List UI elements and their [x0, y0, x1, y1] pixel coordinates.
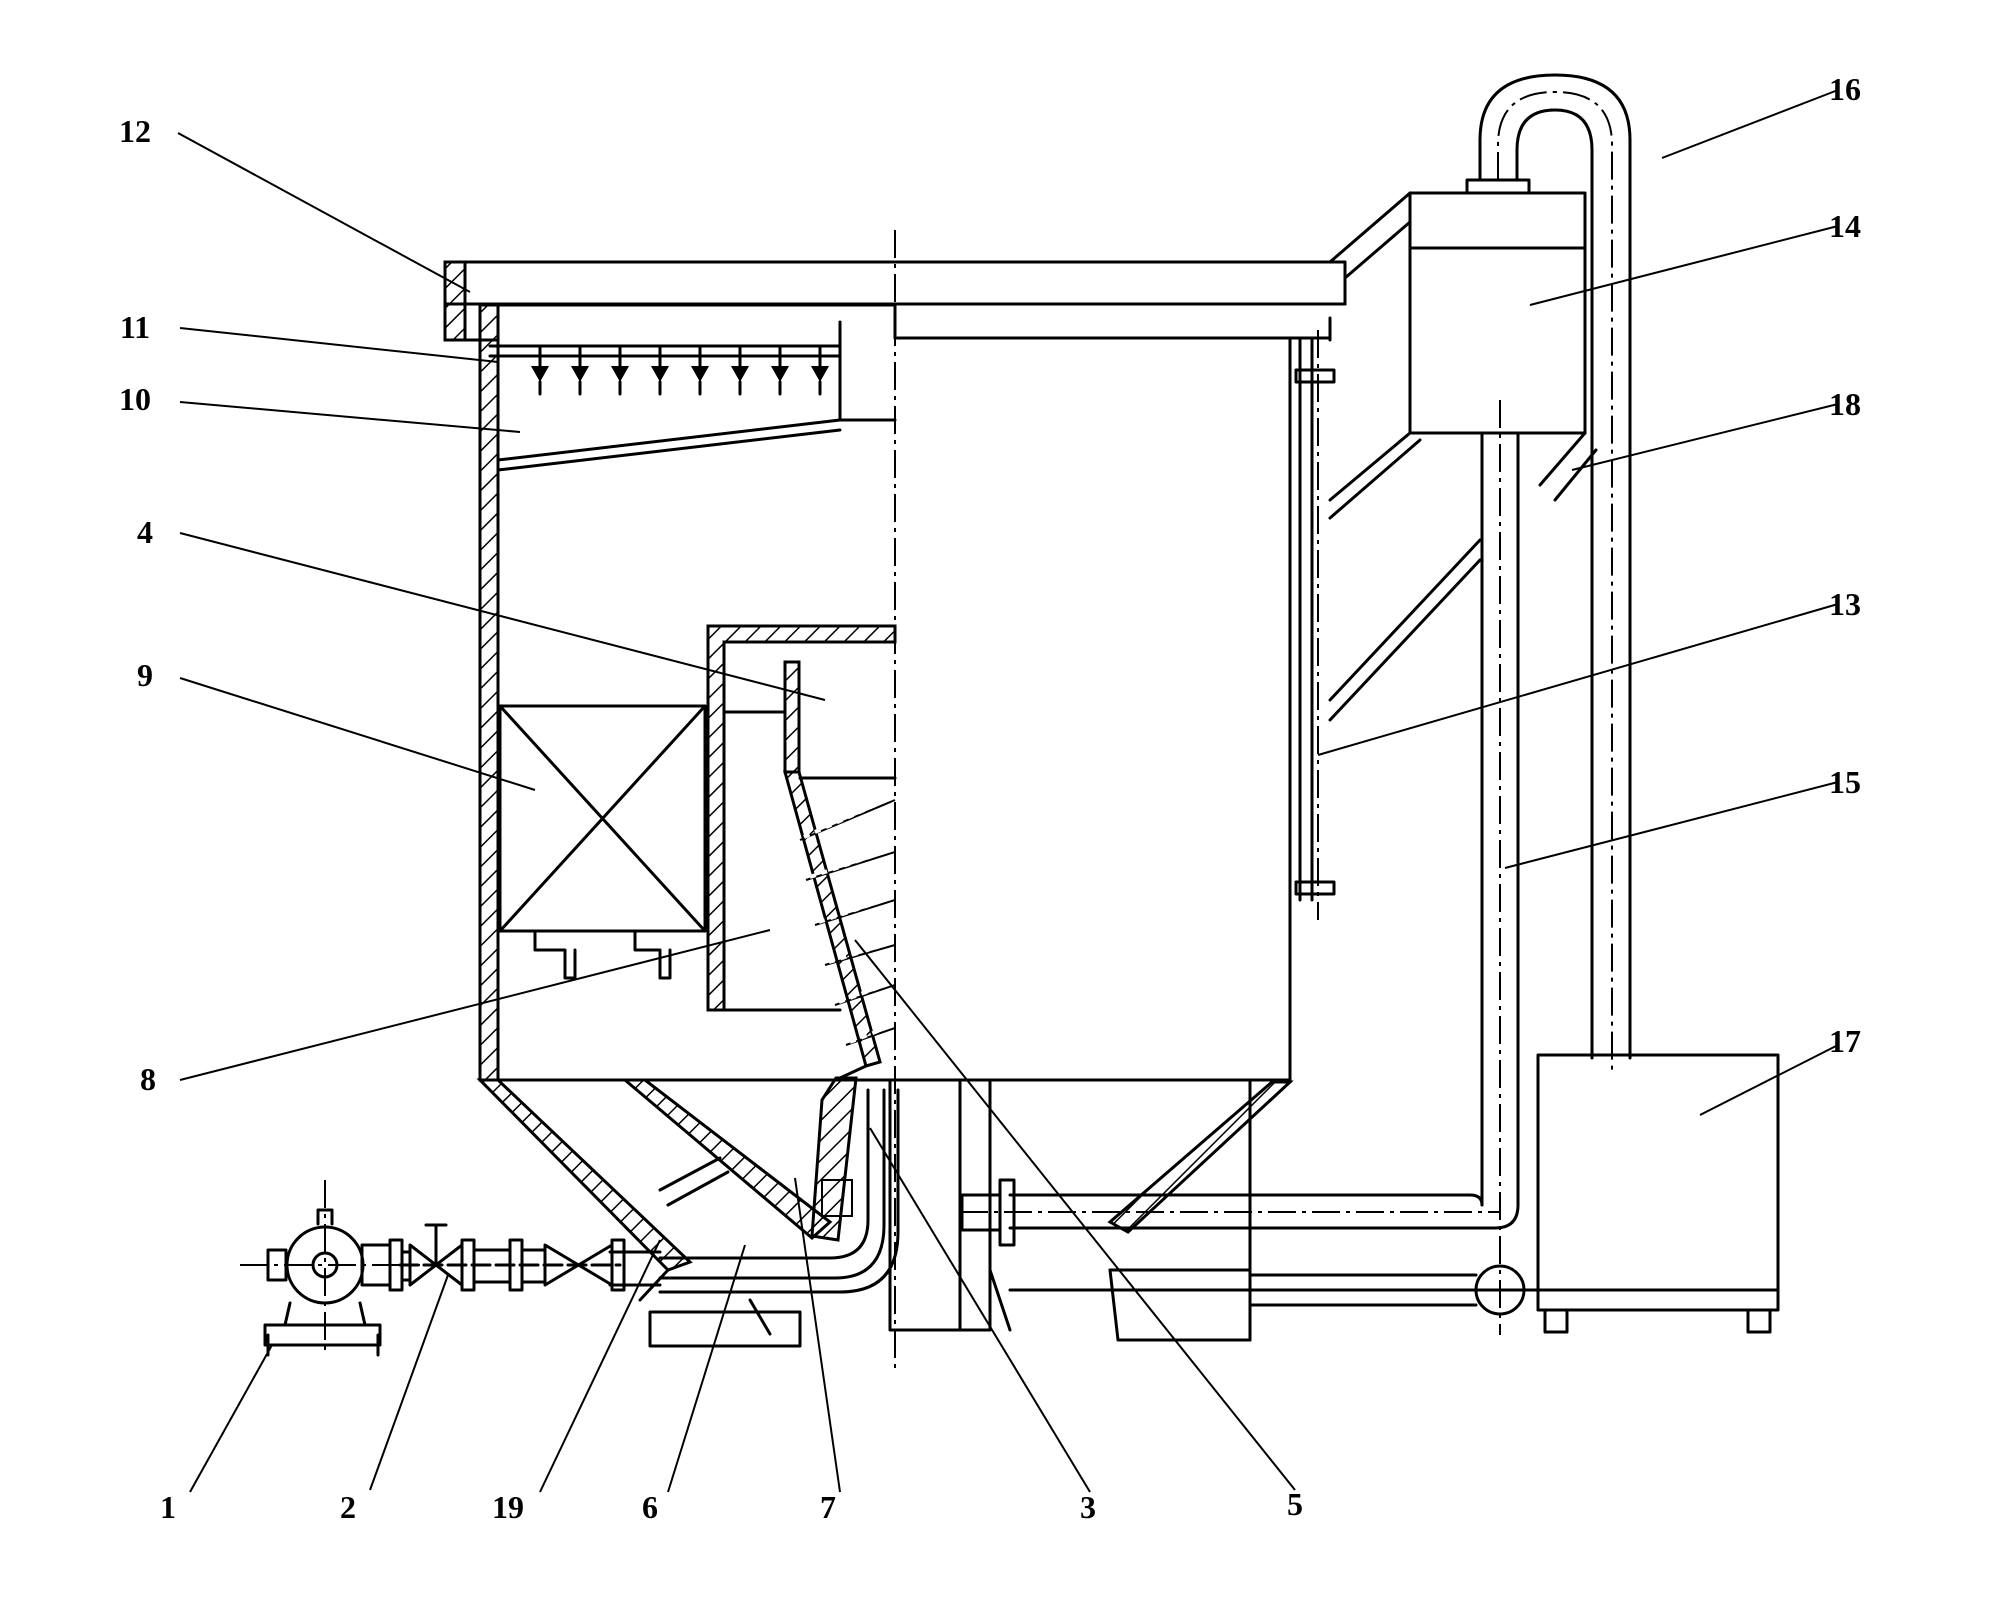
inclined-plate	[799, 799, 896, 841]
spray-nozzle	[571, 344, 589, 396]
demister-plate	[496, 418, 897, 472]
leader-line-7	[794, 1177, 841, 1493]
overflow-channel	[443, 260, 1347, 342]
leader-line-15	[1504, 781, 1839, 869]
leader-line-18	[1571, 403, 1839, 471]
leader-line-17	[1699, 1044, 1839, 1116]
leader-line-10	[179, 401, 521, 433]
spray-nozzle	[531, 344, 549, 396]
leader-line-2	[369, 1274, 449, 1491]
leader-line-11	[179, 327, 499, 363]
callout-18: 18	[1829, 386, 1861, 422]
callout-15: 15	[1829, 764, 1861, 800]
callout-17: 17	[1829, 1023, 1861, 1059]
callout-2: 2	[340, 1489, 356, 1525]
callout-12: 12	[119, 113, 151, 149]
leader-line-12	[177, 132, 471, 293]
leader-line-4	[179, 532, 826, 701]
spray-nozzles	[488, 320, 842, 422]
callout-11: 11	[120, 309, 150, 345]
mixing-zone	[608, 1064, 900, 1294]
callout-1: 1	[160, 1489, 176, 1525]
collection-box	[1536, 1053, 1780, 1334]
spray-nozzle	[651, 344, 669, 396]
callout-6: 6	[642, 1489, 658, 1525]
leader-line-6	[667, 1244, 746, 1493]
spray-nozzle	[811, 344, 829, 396]
inclined-plate	[814, 899, 896, 926]
callout-16: 16	[1829, 71, 1861, 107]
spray-nozzle	[731, 344, 749, 396]
spray-nozzle	[691, 344, 709, 396]
leader-line-8	[179, 929, 771, 1081]
spray-nozzle	[771, 344, 789, 396]
leader-line-5	[854, 939, 1296, 1491]
inclined-plate-pack	[783, 770, 897, 1068]
leader-line-1	[189, 1344, 273, 1493]
callout-19: 19	[492, 1489, 524, 1525]
leader-line-3	[869, 1127, 1091, 1493]
inclined-plate	[824, 944, 896, 966]
callout-13: 13	[1829, 586, 1861, 622]
callout-9: 9	[137, 657, 153, 693]
leader-line-9	[179, 677, 536, 791]
spray-nozzle	[611, 344, 629, 396]
vent-pipe	[1478, 73, 1632, 1075]
leader-line-19	[539, 1239, 661, 1493]
callout-7: 7	[820, 1489, 836, 1525]
callout-10: 10	[119, 381, 151, 417]
inclined-plate	[805, 851, 896, 881]
return-pipe	[960, 400, 1542, 1335]
callout-4: 4	[137, 514, 153, 550]
leader-line-13	[1317, 603, 1839, 756]
pump-assembly	[240, 1180, 626, 1357]
separator-tank	[1328, 178, 1598, 722]
packing-layer	[498, 704, 707, 980]
leader-line-16	[1661, 89, 1839, 159]
level-gauge	[1294, 330, 1336, 920]
callout-8: 8	[140, 1061, 156, 1097]
leader-line-14	[1529, 225, 1839, 306]
callout-5: 5	[1287, 1486, 1303, 1522]
callout-14: 14	[1829, 208, 1861, 244]
callout-3: 3	[1080, 1489, 1096, 1525]
